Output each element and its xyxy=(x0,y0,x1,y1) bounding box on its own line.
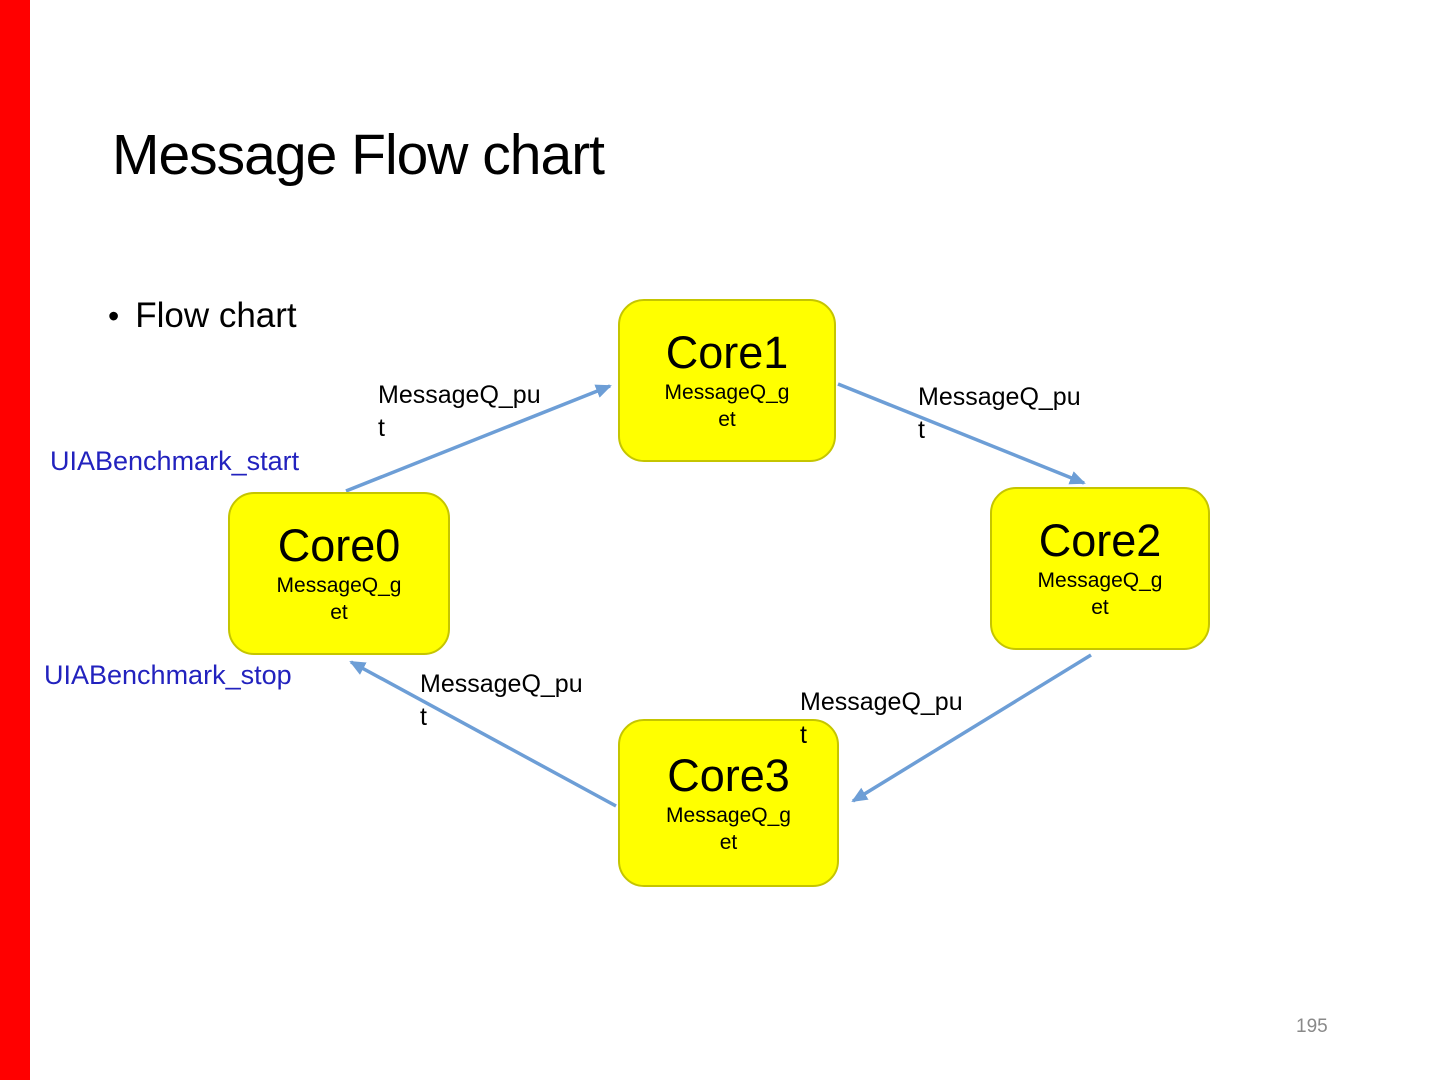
edge-label-core0-to-core1: MessageQ_pu t xyxy=(378,381,541,442)
left-accent-bar xyxy=(0,0,30,1080)
page-number: 195 xyxy=(1296,1016,1328,1037)
bullet-icon: • xyxy=(108,298,120,334)
benchmark-stop-label: UIABenchmark_stop xyxy=(44,660,292,690)
flow-node-core1: Core1 MessageQ_g et xyxy=(618,299,836,462)
node-subtitle: MessageQ_g et xyxy=(1037,569,1163,620)
node-subtitle: MessageQ_g et xyxy=(664,381,790,432)
edge-label-core1-to-core2: MessageQ_pu t xyxy=(918,383,1081,444)
benchmark-start-label: UIABenchmark_start xyxy=(50,446,300,476)
edge-label-core2-to-core3: MessageQ_pu t xyxy=(800,688,963,749)
flow-node-core2: Core2 MessageQ_g et xyxy=(990,487,1210,650)
flow-node-core0: Core0 MessageQ_g et xyxy=(228,492,450,655)
bullet-text: Flow chart xyxy=(135,296,297,335)
node-subtitle: MessageQ_g et xyxy=(276,574,402,625)
node-subtitle: MessageQ_g et xyxy=(666,803,791,854)
bullet-item: • Flow chart xyxy=(108,296,297,336)
edge-label-core3-to-core0: MessageQ_pu t xyxy=(420,670,583,731)
flow-node-core3: Core3 MessageQ_g et xyxy=(618,719,839,887)
slide-title: Message Flow chart xyxy=(112,123,605,187)
node-title: Core0 xyxy=(277,520,401,572)
node-title: Core3 xyxy=(667,749,790,801)
node-title: Core1 xyxy=(665,327,789,379)
node-title: Core2 xyxy=(1038,515,1162,567)
